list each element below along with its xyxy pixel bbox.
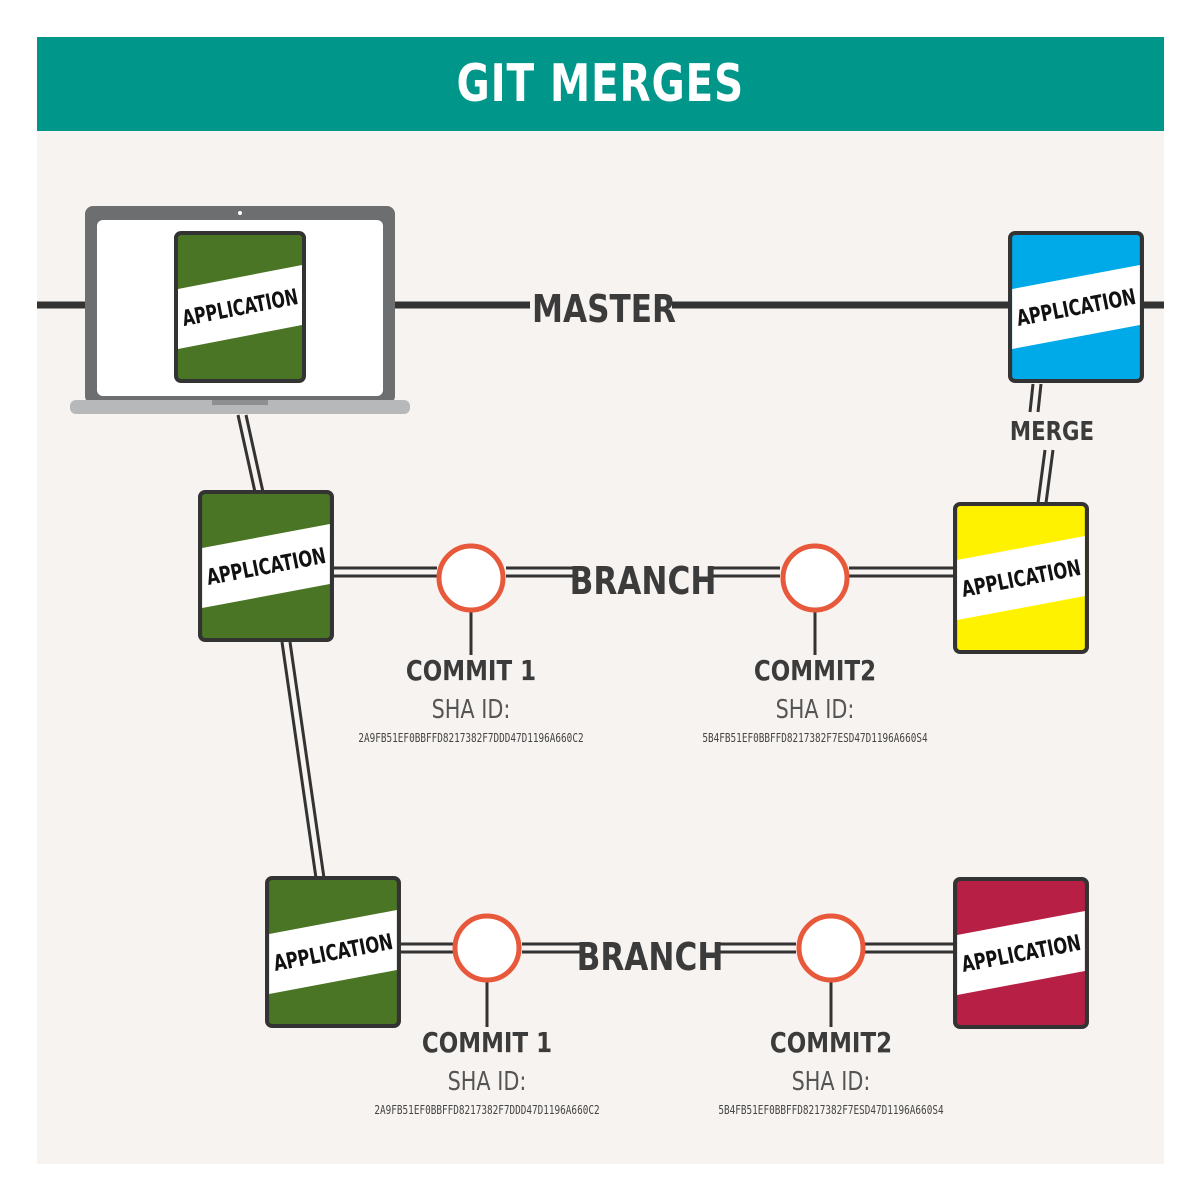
branch2-commit2-sha-label: SHA ID: <box>792 1066 871 1097</box>
branch2-commit1-sha-label: SHA ID: <box>448 1066 527 1097</box>
branch2-commit1-title: COMMIT 1 <box>422 1027 552 1060</box>
branch1-label: BRANCH <box>570 560 717 604</box>
branch2-commit2-title: COMMIT2 <box>770 1027 892 1060</box>
branch1-commit2-sha: 5B4FB51EF0BBFFD8217382F7ESD47D1196A660S4 <box>702 731 927 745</box>
merge-label: MERGE <box>1010 416 1094 447</box>
branch2-commit2-sha: 5B4FB51EF0BBFFD8217382F7ESD47D1196A660S4 <box>718 1103 943 1117</box>
commit-nodes <box>436 543 866 1027</box>
branch1-start-application-card: APPLICATION <box>200 492 332 640</box>
branch2-end-application-card: APPLICATION <box>955 879 1087 1027</box>
branch1-commit1-title: COMMIT 1 <box>406 655 536 688</box>
commit-labels: COMMIT 1 SHA ID: 2A9FB51EF0BBFFD8217382F… <box>358 655 943 1117</box>
branch1-commit2-node <box>780 543 850 655</box>
title-banner: GIT MERGES <box>37 37 1164 131</box>
connector-lines <box>236 383 1055 954</box>
laptop-application-card: APPLICATION <box>174 231 306 383</box>
branch1-commit1-node <box>436 543 506 655</box>
branch1-commit2-title: COMMIT2 <box>754 655 876 688</box>
branch1-commit1-sha-label: SHA ID: <box>432 694 511 725</box>
merged-application-card: APPLICATION <box>1010 233 1142 381</box>
branch1-commit1-sha: 2A9FB51EF0BBFFD8217382F7DDD47D1196A660C2 <box>358 731 583 745</box>
branch2-commit1-node <box>452 913 522 1027</box>
branch2-start-application-card: APPLICATION <box>267 878 399 1026</box>
branch1-commit2-sha-label: SHA ID: <box>776 694 855 725</box>
branch2-commit2-node <box>796 913 866 1027</box>
page-title: GIT MERGES <box>456 54 745 114</box>
branch1-end-application-card: APPLICATION <box>955 504 1087 652</box>
application-cards: APPLICATION APPLICATION APPLICATION APPLICA… <box>174 231 1142 1027</box>
branch2-label: BRANCH <box>577 936 724 980</box>
branch2-commit1-sha: 2A9FB51EF0BBFFD8217382F7DDD47D1196A660C2 <box>374 1103 599 1117</box>
master-label: MASTER <box>532 288 676 332</box>
